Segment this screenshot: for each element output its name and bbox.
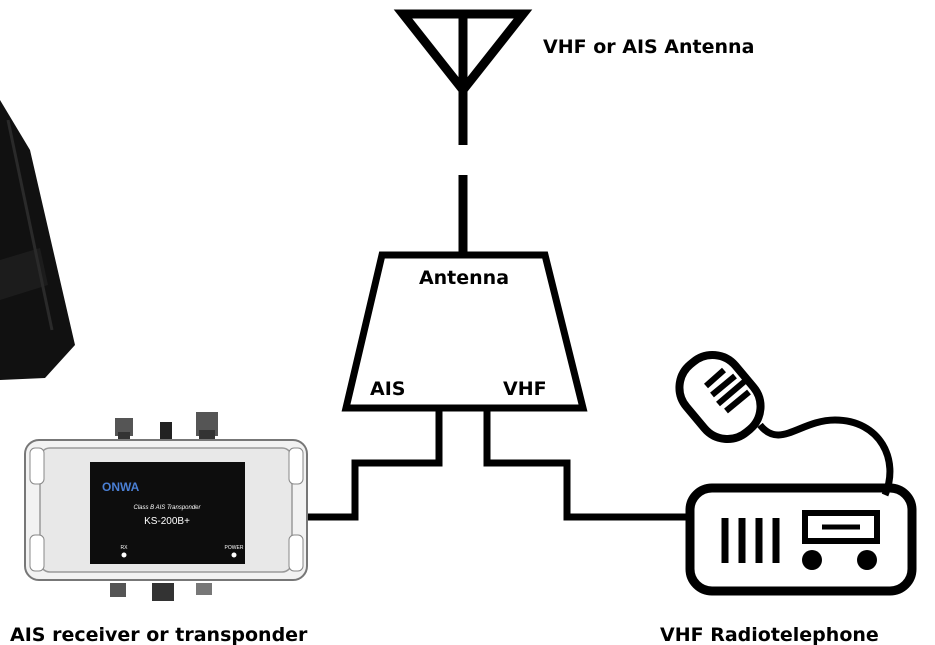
vhf-cable	[483, 408, 690, 521]
splitter-port-vhf: VHF	[503, 378, 547, 400]
vhf-device-label: VHF Radiotelephone	[660, 624, 879, 645]
device-led-power	[231, 552, 237, 558]
device-model: KS-200B+	[144, 516, 190, 527]
antenna-icon	[393, 9, 533, 258]
device-led-rx-label: RX	[121, 545, 129, 551]
device-subtitle: Class B AIS Transponder	[133, 505, 201, 511]
mounting-bracket-image	[0, 100, 75, 380]
splitter-port-ais: AIS	[370, 378, 405, 400]
ais-device-label: AIS receiver or transponder	[10, 624, 308, 645]
antenna-splitter-box	[341, 251, 588, 412]
splitter-title: Antenna	[419, 267, 509, 289]
device-led-power-label: POWER	[225, 545, 244, 551]
antenna-label: VHF or AIS Antenna	[543, 36, 754, 58]
device-brand: ONWA	[102, 480, 140, 494]
device-led-rx	[121, 552, 127, 558]
ais-transponder-device	[24, 412, 308, 601]
ais-cable	[292, 408, 443, 521]
vhf-radio-icon	[675, 350, 917, 596]
